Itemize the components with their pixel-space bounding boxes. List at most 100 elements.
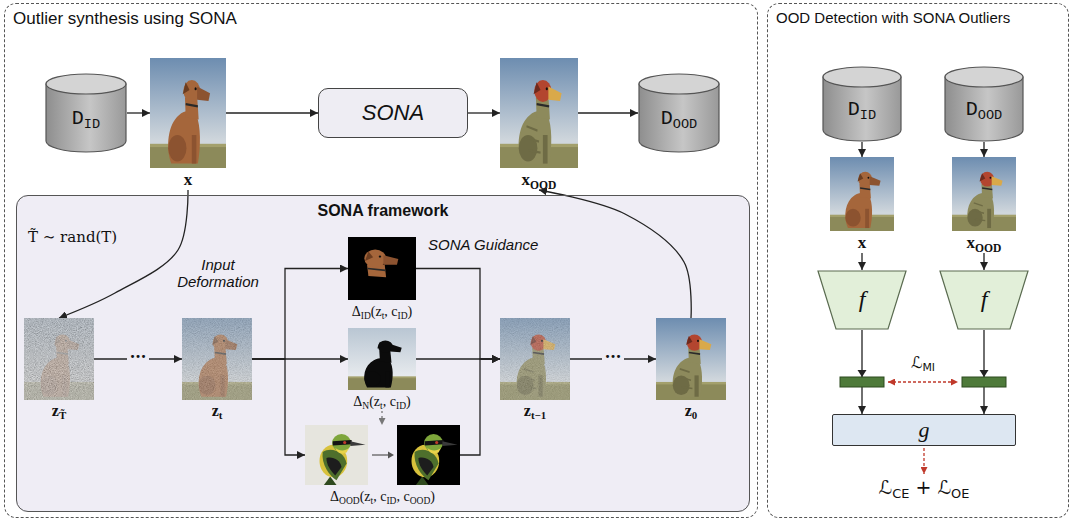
shape-outline	[45, 73, 127, 153]
art-group	[500, 58, 578, 168]
art-part	[364, 371, 380, 386]
image-caption: z0	[685, 402, 698, 420]
text-run: , c	[396, 489, 409, 504]
connector	[381, 411, 382, 425]
text-run: D	[661, 107, 673, 130]
label-holder: Input Deformation	[168, 256, 268, 291]
art-part	[388, 452, 394, 459]
label-holder: DID	[822, 66, 902, 142]
image-node: zT̃	[24, 318, 94, 421]
caption-holder: z0	[656, 402, 726, 420]
subscript: ID	[386, 496, 396, 506]
subscript: t−1	[531, 409, 546, 421]
image-node: ΔOOD(zt, cID, cOOD)	[305, 425, 460, 506]
subscript: OOD	[339, 496, 360, 506]
art-part	[383, 255, 398, 264]
shape-outline	[822, 66, 902, 142]
connector	[539, 190, 691, 318]
image-node: x	[830, 157, 894, 253]
connector	[416, 269, 500, 360]
network-label: f	[859, 286, 866, 314]
caption-holder: ΔID(zt, cID)	[348, 302, 416, 320]
image-frame	[150, 58, 226, 168]
label-holder: ℒCE + ℒOE	[879, 477, 970, 499]
art-part	[699, 339, 711, 350]
text-run: x	[967, 233, 976, 252]
art-part	[990, 177, 992, 179]
subscript: CE	[892, 486, 909, 501]
art-group	[397, 425, 460, 485]
image-frame	[348, 237, 416, 300]
illustration	[24, 318, 94, 400]
art-part	[972, 203, 985, 221]
dataset-label: DID	[848, 98, 876, 121]
image-frame	[830, 157, 894, 231]
art-part	[548, 87, 561, 101]
framework-ground	[16, 195, 750, 512]
illustration	[150, 58, 226, 168]
text-run: Outlier synthesis using SONA	[13, 9, 237, 28]
loss-arrow	[923, 448, 924, 474]
trapezoid-shape	[818, 271, 906, 329]
text-run: z	[52, 402, 59, 419]
text-run: g	[919, 417, 930, 442]
art-part	[168, 135, 186, 161]
text-run: SONA Guidance	[428, 236, 538, 253]
art-part	[397, 425, 460, 485]
image-caption: ΔN(zt, cID)	[353, 394, 410, 410]
art-part	[500, 318, 570, 400]
art-part	[858, 173, 864, 181]
illustration	[952, 157, 1016, 231]
image-frame	[500, 58, 578, 168]
art-part	[305, 425, 368, 485]
art-part	[364, 250, 386, 268]
caption-holder: zt	[182, 402, 252, 420]
art-part	[186, 104, 198, 106]
art-part	[348, 237, 416, 300]
subscript: ID	[396, 401, 406, 411]
art-part	[372, 454, 389, 455]
image-frame	[305, 425, 460, 485]
art-part	[182, 318, 252, 400]
cylinder-top	[823, 67, 901, 87]
subscript: OOD	[410, 496, 431, 506]
art-part	[982, 188, 992, 189]
image-node: z0	[656, 318, 726, 421]
connector	[861, 142, 862, 157]
art-part	[525, 126, 541, 152]
art-part	[24, 318, 94, 400]
subscript: OOD	[530, 179, 556, 192]
network-label: f	[981, 286, 988, 314]
text-run: Δ	[353, 394, 362, 409]
image-caption: zT̃	[52, 402, 66, 420]
subscript: ID	[361, 311, 371, 321]
art-part	[335, 448, 349, 454]
cylinder-top	[639, 74, 719, 94]
art-part	[183, 82, 190, 94]
network-trapezoid: f	[817, 270, 907, 330]
text-run: x	[184, 170, 193, 189]
art-part	[427, 448, 441, 454]
art-part	[379, 255, 381, 257]
art-part	[333, 440, 352, 445]
edge-label: ···	[127, 348, 150, 366]
connector	[226, 112, 318, 113]
art-part	[418, 458, 433, 476]
panel-title: Outlier synthesis using SONA	[13, 9, 237, 29]
art-part	[385, 371, 389, 387]
image-node: ΔN(zt, cID)	[348, 328, 416, 411]
art-part	[987, 209, 991, 228]
art-part	[695, 375, 699, 396]
image-caption: zt−1	[524, 402, 546, 420]
illustration	[830, 157, 894, 231]
art-group	[348, 328, 416, 390]
art-part	[197, 87, 210, 101]
connector	[983, 253, 984, 270]
text-run: Δ	[352, 304, 361, 319]
art-part	[195, 87, 197, 90]
art-part	[182, 318, 252, 400]
art-part	[686, 336, 692, 345]
arrowhead	[980, 370, 989, 377]
text-run: Δ	[330, 489, 339, 504]
